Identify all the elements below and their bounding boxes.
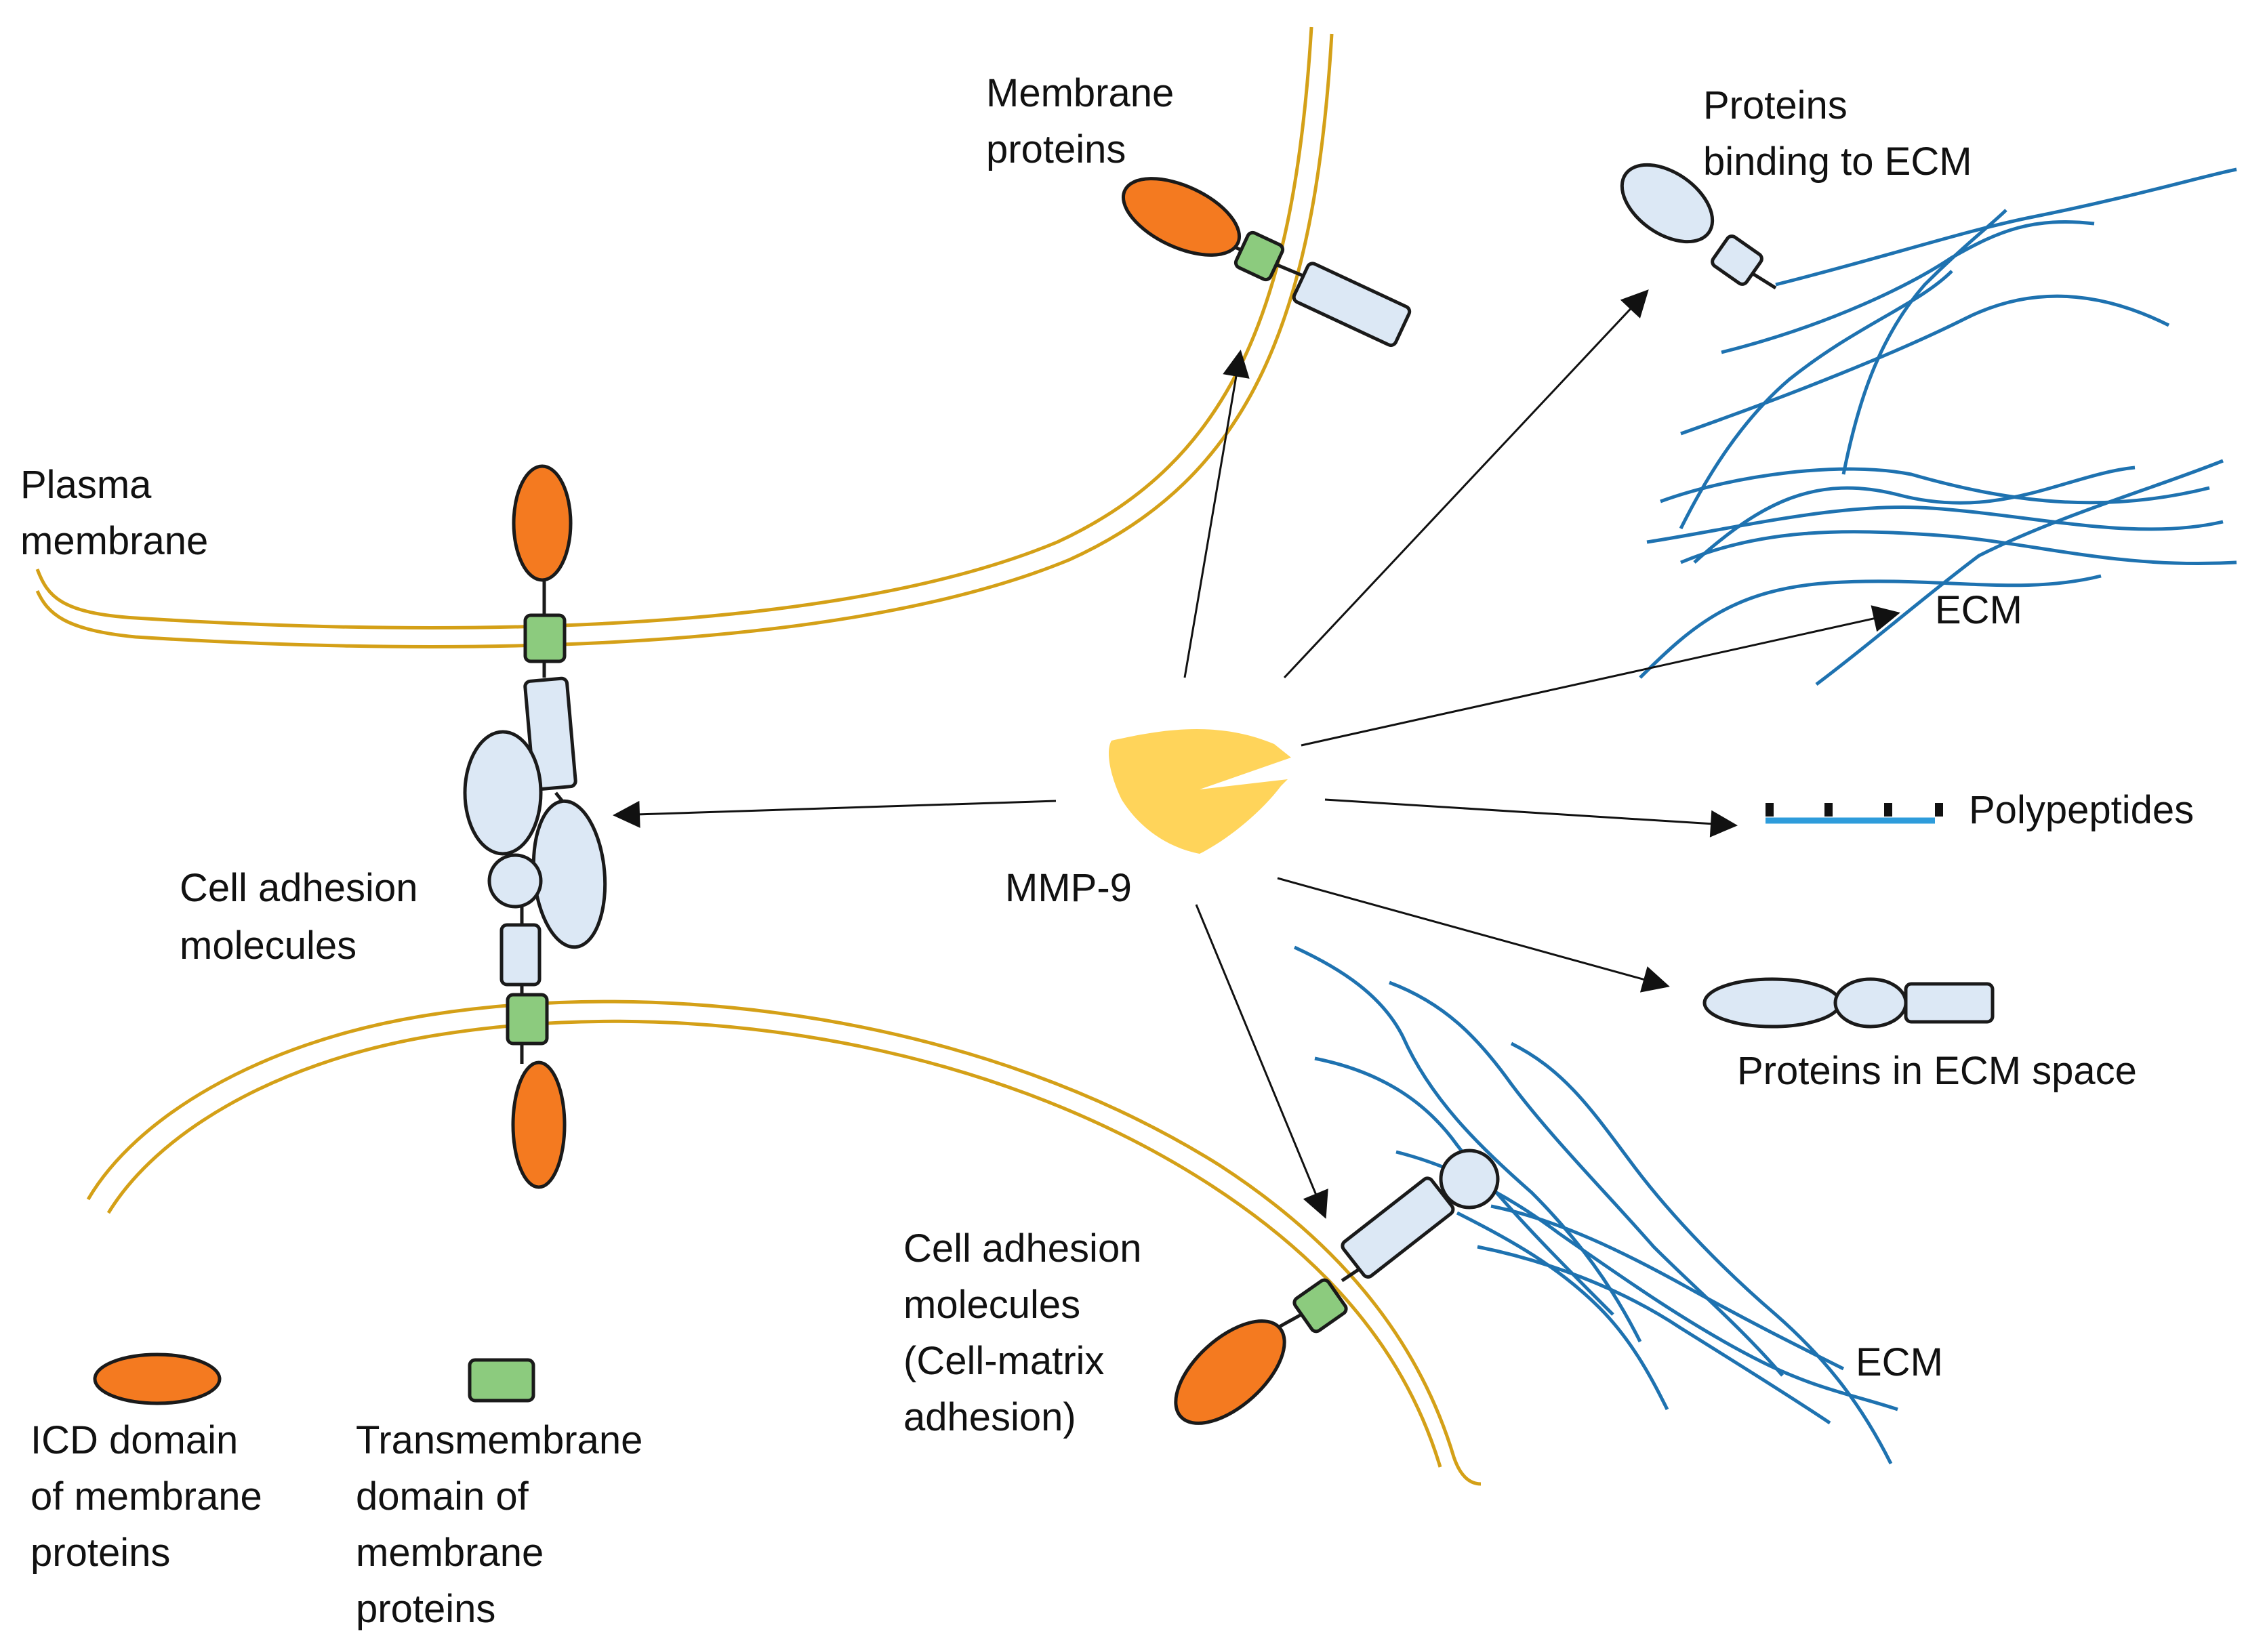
legend-icd-label-line3: proteins (30, 1531, 170, 1575)
cell-adhesion-bottom-label-line2: molecules (903, 1283, 1080, 1327)
proteins-in-ecm-space-label: Proteins in ECM space (1737, 1049, 2137, 1093)
arrow-to-proteins-in-ecm-space (1277, 877, 1670, 993)
plasma-membrane-label-line1: Plasma (20, 463, 152, 507)
lower-plasma-membrane (86, 999, 1482, 1486)
cell-adhesion-bottom-label-line3: (Cell-matrix (903, 1339, 1104, 1383)
proteins-binding-ecm-label-line1: Proteins (1703, 83, 1848, 127)
legend-icd-swatch (93, 1352, 222, 1405)
arrow-to-polypeptides (1324, 798, 1738, 838)
transmembrane-domain-top (1233, 230, 1285, 282)
protein-in-ecm-space (1702, 977, 1995, 1029)
cell-adhesion-bottom-label-line1: Cell adhesion (903, 1226, 1141, 1271)
ecm-label-top: ECM (1935, 588, 2022, 632)
cell-adhesion-left-label-line2: molecules (180, 924, 356, 968)
upper-plasma-membrane (35, 26, 1334, 648)
legend-transmembrane-label-line4: proteins (356, 1587, 495, 1631)
arrow-to-proteins-binding-ecm (1283, 289, 1649, 679)
legend-icd-label-line2: of membrane (30, 1474, 262, 1519)
ecm-label-bottom: ECM (1856, 1340, 1943, 1384)
polypeptides-label: Polypeptides (1969, 788, 2194, 832)
icd-domain-left-lower (511, 1060, 567, 1189)
arrow-to-ecm-top (1301, 605, 1900, 747)
arrow-to-membrane-proteins (1183, 350, 1250, 678)
cell-adhesion-molecule-bottom (1174, 1149, 1500, 1425)
ecm-fibers-top (1639, 167, 2237, 686)
legend-transmembrane-label-line3: membrane (356, 1531, 544, 1575)
legend-icd-label-line1: ICD domain (30, 1418, 238, 1462)
mmp9-enzyme-icon (1108, 728, 1291, 854)
protein-binding-ecm (1620, 163, 1777, 290)
cell-adhesion-bottom-label-line4: adhesion) (903, 1395, 1076, 1439)
ecm-fibers-bottom (1293, 945, 1898, 1465)
arrow-to-cell-adhesion-bottom (1195, 904, 1328, 1219)
legend: ICD domain of membrane proteins Transmem… (30, 1352, 642, 1631)
proteins-binding-ecm-label-line2: binding to ECM (1703, 140, 1972, 184)
polypeptide (1766, 803, 1943, 824)
cell-adhesion-left-label-line1: Cell adhesion (180, 866, 417, 910)
icd-domain-left-upper (512, 464, 573, 582)
cell-adhesion-molecule-left (463, 464, 607, 1189)
legend-transmembrane-label-line2: domain of (356, 1474, 529, 1519)
membrane-proteins-label-line2: proteins (986, 127, 1126, 171)
arrow-to-cell-adhesion-left (613, 800, 1057, 828)
arrows (613, 289, 1900, 1219)
icd-domain-top (1121, 177, 1242, 257)
extracellular-domain-top (1292, 262, 1412, 348)
transmembrane-domain-left-upper (523, 613, 567, 663)
membrane-proteins-label-line1: Membrane (986, 71, 1174, 115)
membrane-protein-top (1121, 177, 1412, 348)
mmp9-label: MMP-9 (1005, 866, 1132, 910)
transmembrane-domain-left-lower (506, 993, 549, 1046)
legend-transmembrane-label-line1: Transmembrane (356, 1418, 642, 1462)
plasma-membrane-label-line2: membrane (20, 519, 208, 563)
legend-transmembrane-swatch (468, 1358, 535, 1403)
